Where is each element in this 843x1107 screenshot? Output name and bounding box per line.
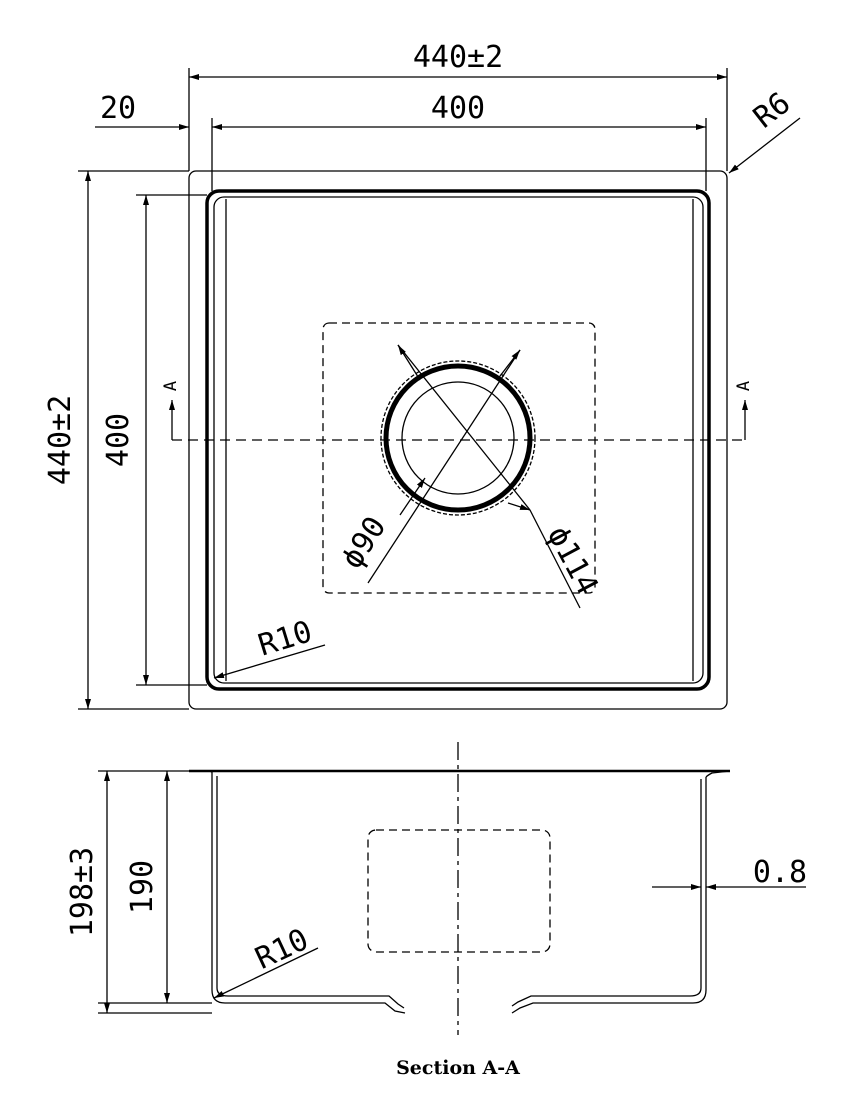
- section-caption: Section A-A: [396, 1057, 520, 1079]
- dim-bowl-width-label: 400: [431, 91, 485, 126]
- dim-overall-length-label: 440±2: [43, 395, 78, 485]
- dim-overall-depth-label: 198±3: [65, 847, 100, 937]
- thickness-label: 0.8: [753, 855, 807, 890]
- corner-radius-outer-label: R6: [747, 86, 797, 136]
- dim-bowl-length-label: 400: [101, 413, 136, 467]
- section-mark-right: A: [734, 381, 754, 391]
- bowl-outer-outline: [205, 189, 711, 691]
- drain-inner-circle: [401, 381, 515, 495]
- corner-radius-bowl-label: R10: [254, 614, 316, 663]
- section-mark-left: A: [161, 381, 181, 391]
- dim-flange-width-label: 20: [100, 91, 136, 126]
- drain-area-hidden-outline: [322, 322, 596, 594]
- dim-bowl-depth-label: 190: [125, 860, 160, 914]
- bottom-radius-label: R10: [250, 922, 314, 977]
- section-bowl-profile: [211, 772, 406, 1014]
- drain-inner-diameter-label: ϕ90: [335, 511, 394, 576]
- drain-outer-circle: [380, 360, 536, 516]
- dim-overall-width-label: 440±2: [413, 40, 503, 75]
- section-drain-hidden-outline: [367, 829, 551, 953]
